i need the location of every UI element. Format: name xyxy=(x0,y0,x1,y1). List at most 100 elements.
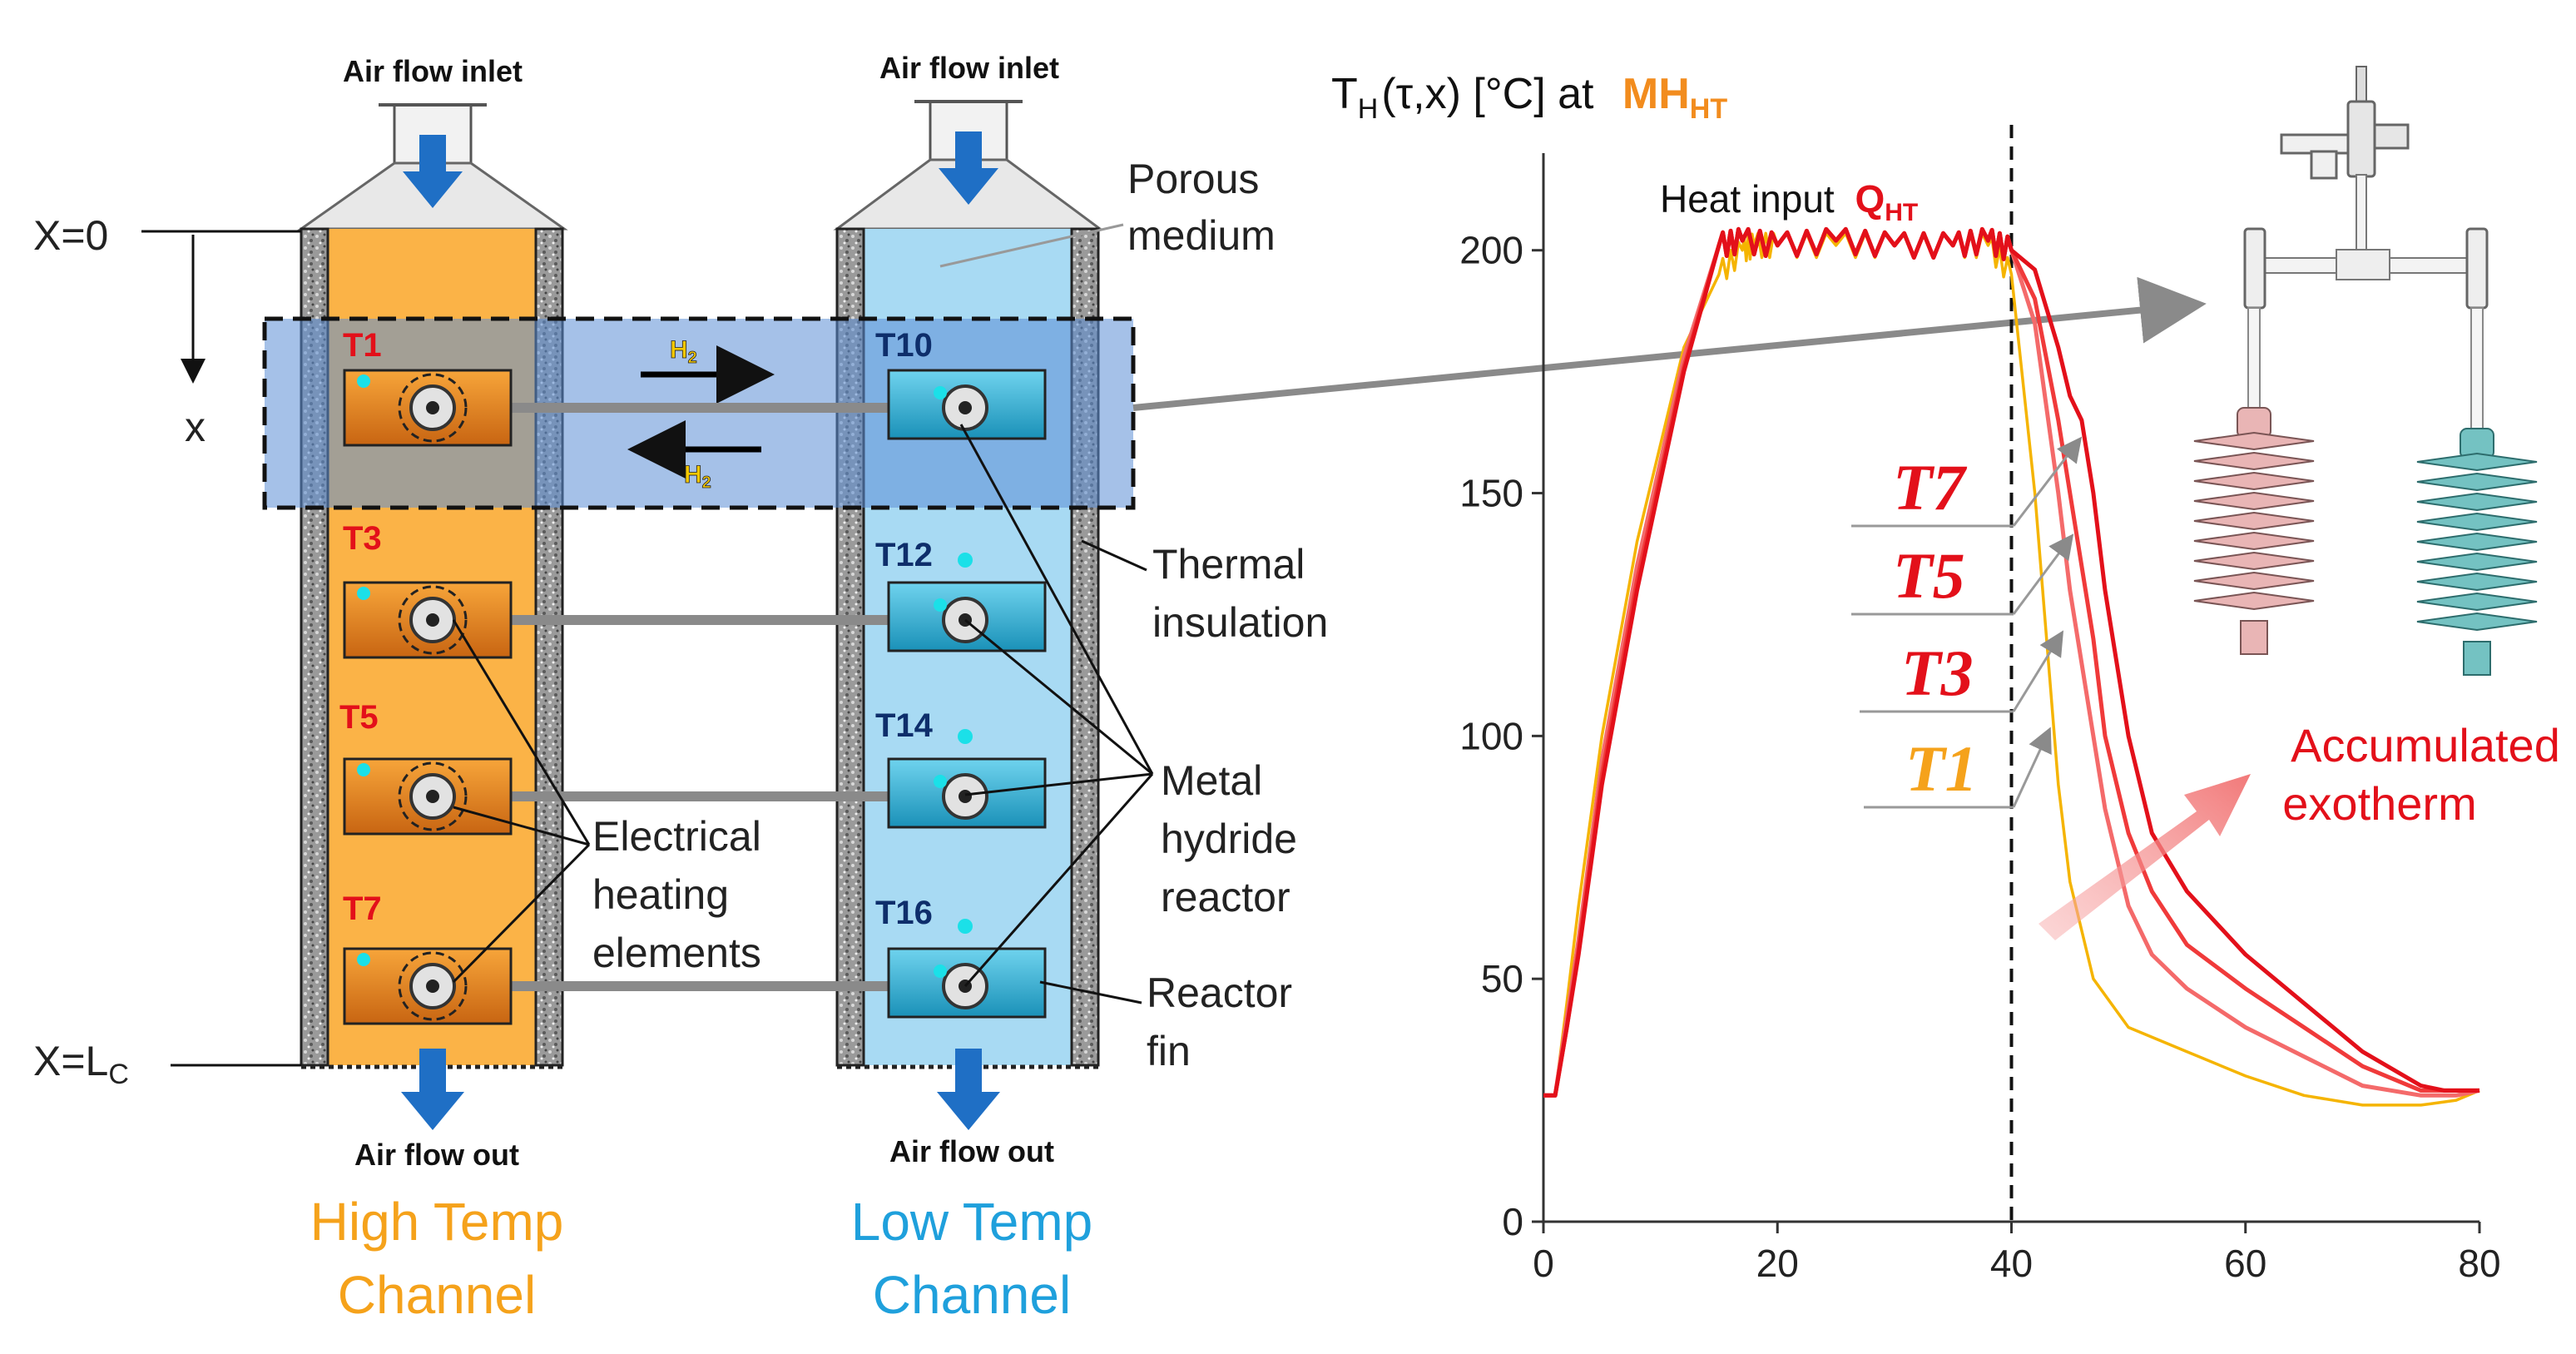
pink-reactor-fin xyxy=(2193,451,2315,471)
air-inlet-left-label: Air flow inlet xyxy=(343,54,523,88)
thermal-label-2: insulation xyxy=(1152,599,1328,646)
pink-reactor-fin xyxy=(2193,531,2315,551)
teal-reactor-fin xyxy=(2416,572,2538,592)
sensor-t7: T7 xyxy=(343,890,382,927)
teal-reactor-fin xyxy=(2416,532,2538,552)
pink-reactor-fin xyxy=(2193,551,2315,571)
sensor-t3: T3 xyxy=(343,520,382,557)
porous-label-1: Porous xyxy=(1127,156,1259,202)
series-label-t7: T7 xyxy=(1893,451,1968,523)
teal-reactor-base xyxy=(2463,641,2491,676)
heating-coil-outline xyxy=(398,373,468,443)
y-tick-label: 0 xyxy=(1502,1200,1523,1243)
heating-coil-outline xyxy=(398,585,468,655)
series-pointer-t3 xyxy=(2012,630,2064,712)
reactor-high-temp-fins xyxy=(2193,407,2315,655)
thermocouple-dot xyxy=(357,953,370,966)
pink-reactor-fin xyxy=(2193,511,2315,531)
thermocouple-dot xyxy=(934,775,947,788)
pink-reactor-fin xyxy=(2193,491,2315,511)
reactor-core-low xyxy=(959,401,972,414)
pointer-arrow xyxy=(1132,276,2207,411)
air-outlet-arrow-left xyxy=(401,1049,464,1130)
thermocouple-dot xyxy=(357,763,370,776)
air-out-left-label: Air flow out xyxy=(354,1138,519,1172)
teal-reactor-fin xyxy=(2416,472,2538,492)
air-out-right-label: Air flow out xyxy=(889,1134,1054,1168)
chart-title: TH(τ,x) [°C] at MHHT xyxy=(1331,70,1727,125)
series-line-t3 xyxy=(1543,226,2480,1098)
xlc-label: X=LC xyxy=(33,1038,129,1090)
teal-reactor-fin xyxy=(2416,612,2538,632)
thermal-label-1: Thermal xyxy=(1152,541,1305,588)
pink-reactor-fin xyxy=(2193,571,2315,591)
x0-label: X=0 xyxy=(33,212,108,259)
low-temp-title-1: Low Temp xyxy=(851,1192,1093,1252)
teal-reactor-fin xyxy=(2416,452,2538,472)
air-outlet-arrow-right xyxy=(937,1049,1000,1130)
pink-reactor-fin xyxy=(2193,471,2315,491)
elec-label-2: heating xyxy=(592,871,729,918)
reactor-pair-illustration xyxy=(2193,66,2538,676)
heat-input-annotation: Heat input QHT xyxy=(1660,177,1918,226)
y-tick-label: 50 xyxy=(1481,957,1523,1000)
electrical-heating-element xyxy=(343,369,513,447)
thermocouple-dot xyxy=(958,919,973,934)
exotherm-arrow xyxy=(2039,774,2251,940)
chart-series xyxy=(1543,226,2480,1107)
exotherm-label-2: exotherm xyxy=(2282,777,2476,830)
thermocouple-dot xyxy=(934,598,947,612)
heating-coil-outline xyxy=(398,951,468,1021)
x-tick-label: 0 xyxy=(1533,1242,1554,1285)
high-temp-title-2: Channel xyxy=(338,1265,536,1325)
x-tick-label: 80 xyxy=(2458,1242,2500,1285)
reactor-core-high xyxy=(426,401,439,414)
air-inlet-arrow-right xyxy=(939,131,998,205)
teal-reactor-fin xyxy=(2416,592,2538,612)
series-label-t5: T5 xyxy=(1893,539,1965,612)
reactor-fin-label-2: fin xyxy=(1147,1028,1191,1074)
x-tick-label: 20 xyxy=(1756,1242,1799,1285)
metal-label-3: reactor xyxy=(1161,874,1290,920)
sensor-t12: T12 xyxy=(875,537,933,573)
exotherm-label-1: Accumulated xyxy=(2291,719,2560,771)
thermocouple-dot xyxy=(934,965,947,978)
series-label-t3: T3 xyxy=(1901,637,1974,709)
reactor-low-temp-fins xyxy=(2416,428,2538,676)
elec-label-3: elements xyxy=(592,930,761,976)
air-inlet-right-label: Air flow inlet xyxy=(879,51,1059,85)
teal-reactor-fin xyxy=(2416,492,2538,512)
elec-label-1: Electrical xyxy=(592,813,761,860)
pink-reactor-fin xyxy=(2193,591,2315,611)
manifold xyxy=(2243,227,2489,434)
y-tick-label: 100 xyxy=(1459,714,1523,757)
series-pointer-t1 xyxy=(2012,727,2052,808)
reactor-core-high xyxy=(426,980,439,993)
h2-label-back: H2 xyxy=(684,461,711,492)
heating-coil-outline xyxy=(398,761,468,831)
high-temp-title-1: High Temp xyxy=(310,1192,564,1252)
thermocouple-dot xyxy=(357,587,370,600)
h2-label-forward: H2 xyxy=(670,336,697,367)
thermocouple-dot xyxy=(357,374,370,388)
air-inlet-arrow-left xyxy=(403,135,463,208)
teal-reactor-fin xyxy=(2416,512,2538,532)
series-pointer-t5 xyxy=(2012,533,2074,615)
series-label-t1: T1 xyxy=(1905,732,1978,805)
thermocouple-dot xyxy=(934,386,947,399)
pink-reactor-base xyxy=(2240,620,2268,655)
sensor-t10: T10 xyxy=(875,327,933,364)
sensor-t16: T16 xyxy=(875,895,933,931)
metal-label-2: hydride xyxy=(1161,816,1297,862)
sensor-t5: T5 xyxy=(339,699,379,736)
series-line-t7 xyxy=(1543,226,2479,1098)
teal-reactor-fin xyxy=(2416,552,2538,572)
x-tick-label: 60 xyxy=(2224,1242,2266,1285)
reactor-core-high xyxy=(426,790,439,803)
thermocouple-dot xyxy=(958,553,973,568)
reactor-core-high xyxy=(426,613,439,627)
